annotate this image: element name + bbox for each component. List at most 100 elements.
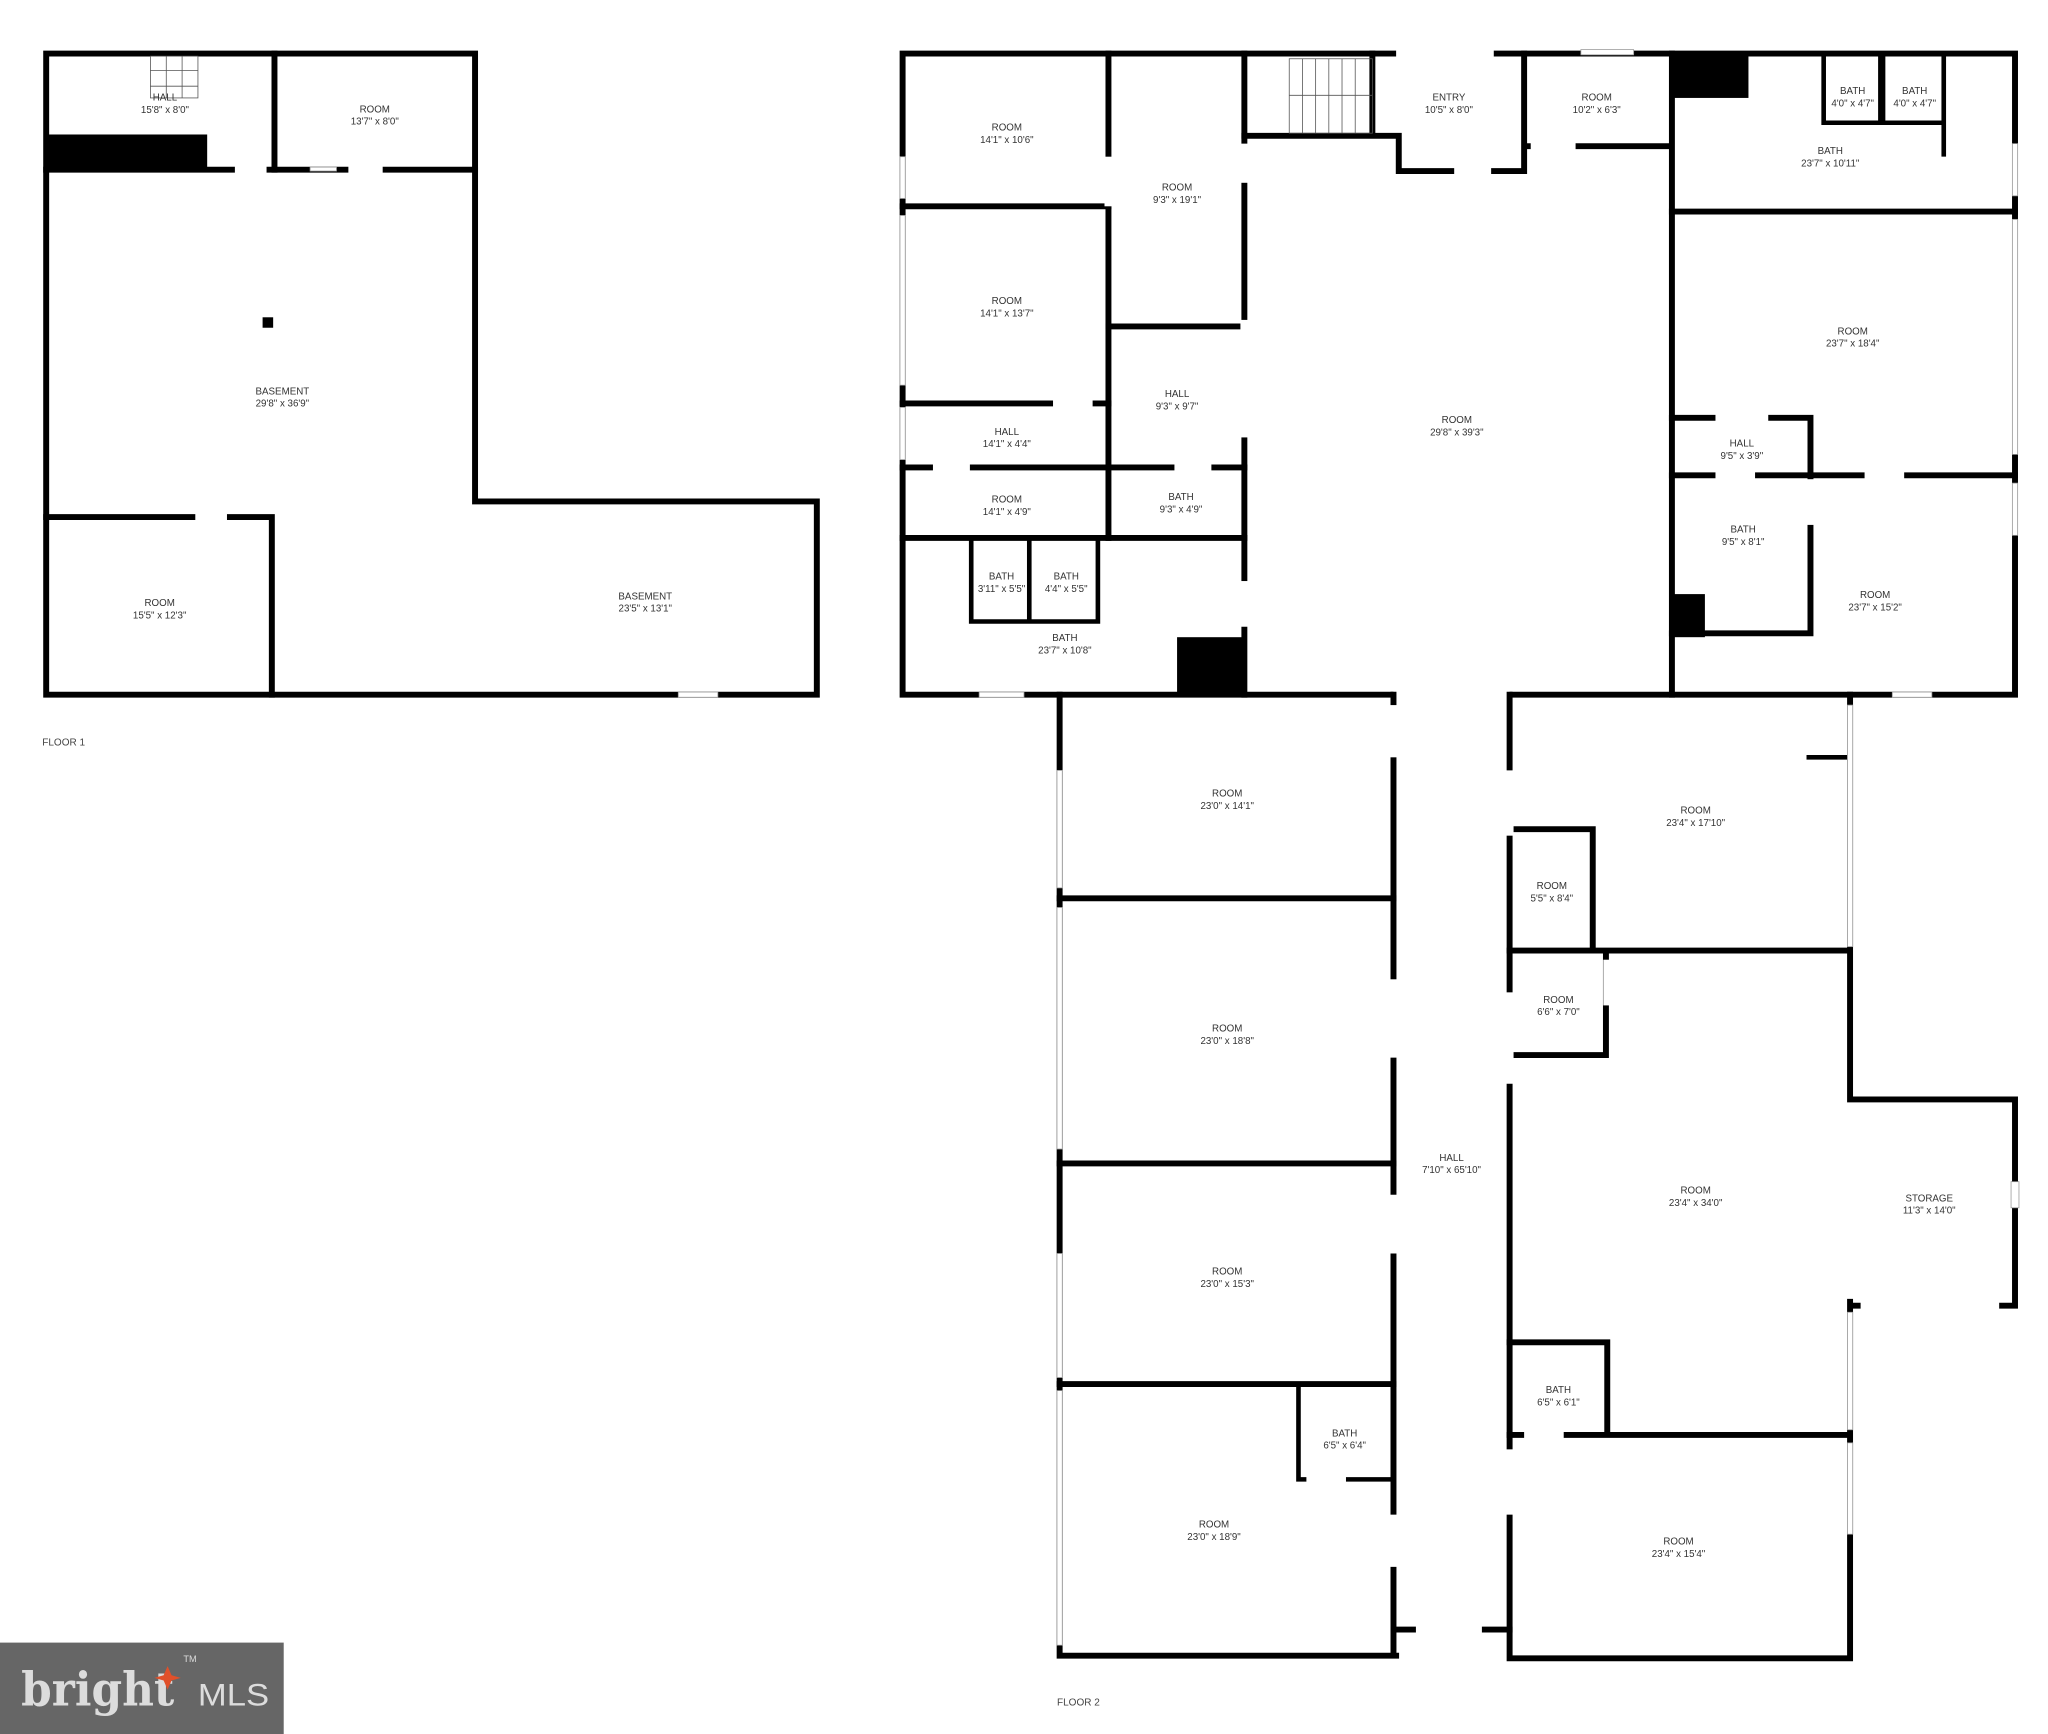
room-dimensions: 23'0" x 15'3" [1200,1279,1254,1290]
room-label: ROOM 13'7" x 8'0" [351,104,400,127]
room-dimensions: 4'4" x 5'5" [1045,584,1088,595]
room-dimensions: 23'4" x 15'4" [1652,1549,1706,1560]
room-dimensions: 10'2" x 6'3" [1573,105,1622,116]
room-dimensions: 23'7" x 10'11" [1801,159,1860,170]
room-name: ROOM [1663,1537,1693,1548]
room-name: ROOM [1162,183,1192,194]
room-dimensions: 9'3" x 19'1" [1153,195,1202,206]
room-dimensions: 9'3" x 9'7" [1156,401,1199,412]
room-name: ROOM [1212,789,1242,800]
bright-mls-logo: bright TM MLS [0,1642,284,1734]
room-label: BASEMENT 23'5" x 13'1" [618,591,672,614]
room-dimensions: 9'5" x 8'1" [1722,537,1765,548]
room-dimensions: 23'7" x 15'2" [1848,602,1902,613]
room-name: ROOM [1680,806,1710,817]
room-name: ROOM [992,495,1022,506]
floor-2-wing-walls [1056,691,2020,1662]
room-name: HALL [153,93,178,104]
floor-2-label: FLOOR 2 [1057,1697,1100,1708]
room-dimensions: 29'8" x 39'3" [1430,428,1484,439]
room-name: BATH [1840,86,1865,97]
room-name: BATH [989,572,1014,583]
room-name: ROOM [1212,1266,1242,1277]
room-dimensions: 14'1" x 10'6" [980,135,1034,146]
room-name: ROOM [992,296,1022,307]
room-name: ROOM [1442,415,1472,426]
room-name: ROOM [992,123,1022,134]
room-label: STORAGE 11'3" x 14'0" [1903,1193,1956,1216]
room-name: ROOM [1537,881,1567,892]
room-name: ROOM [1543,995,1573,1006]
logo-star-icon [154,1666,181,1690]
room-dimensions: 14'1" x 4'4" [983,439,1032,450]
room-name: ROOM [1212,1024,1242,1035]
room-dimensions: 13'7" x 8'0" [351,117,400,128]
room-dimensions: 15'5" x 12'3" [133,610,187,621]
room-dimensions: 23'4" x 17'10" [1666,818,1725,829]
room-dimensions: 23'4" x 34'0" [1669,1198,1723,1209]
room-label: ROOM 23'0" x 15'3" [1200,1266,1254,1289]
room-name: ROOM [360,104,390,115]
room-name: ROOM [1199,1520,1229,1531]
room-name: HALL [1730,439,1755,450]
room-name: BATH [1332,1428,1357,1439]
room-name: HALL [1439,1153,1464,1164]
room-label: ROOM 14'1" x 13'7" [980,296,1034,319]
room-label: ROOM 29'8" x 39'3" [1430,415,1484,438]
room-dimensions: 14'1" x 13'7" [980,309,1034,320]
room-dimensions: 9'3" x 4'9" [1160,505,1203,516]
room-name: ENTRY [1432,93,1465,104]
room-name: ROOM [1582,93,1612,104]
room-name: BASEMENT [618,591,672,602]
room-name: HALL [1165,389,1190,400]
pillar [262,317,274,328]
room-name: STORAGE [1905,1193,1953,1204]
floor-1-label: FLOOR 1 [42,738,85,749]
room-dimensions: 11'3" x 14'0" [1903,1206,1956,1217]
room-dimensions: 6'6" x 7'0" [1537,1007,1580,1018]
room-dimensions: 7'10" x 65'10" [1422,1165,1481,1176]
room-dimensions: 15'8" x 8'0" [141,105,190,116]
room-label: BATH 6'5" x 6'4" [1323,1428,1366,1451]
room-name: BATH [1902,86,1927,97]
room-dimensions: 23'0" x 14'1" [1200,801,1254,812]
room-dimensions: 23'7" x 18'4" [1826,339,1880,350]
room-name: ROOM [1860,590,1890,601]
room-dimensions: 29'8" x 36'9" [256,399,310,410]
logo-mls: MLS [198,1676,269,1712]
room-dimensions: 23'7" x 10'8" [1038,646,1092,657]
room-dimensions: 6'5" x 6'4" [1323,1441,1366,1452]
floor-2-walls [899,49,2019,699]
room-dimensions: 23'5" x 13'1" [619,604,673,615]
room-dimensions: 6'5" x 6'1" [1537,1398,1580,1409]
room-name: BATH [1818,146,1843,157]
room-dimensions: 23'0" x 18'8" [1200,1036,1254,1047]
